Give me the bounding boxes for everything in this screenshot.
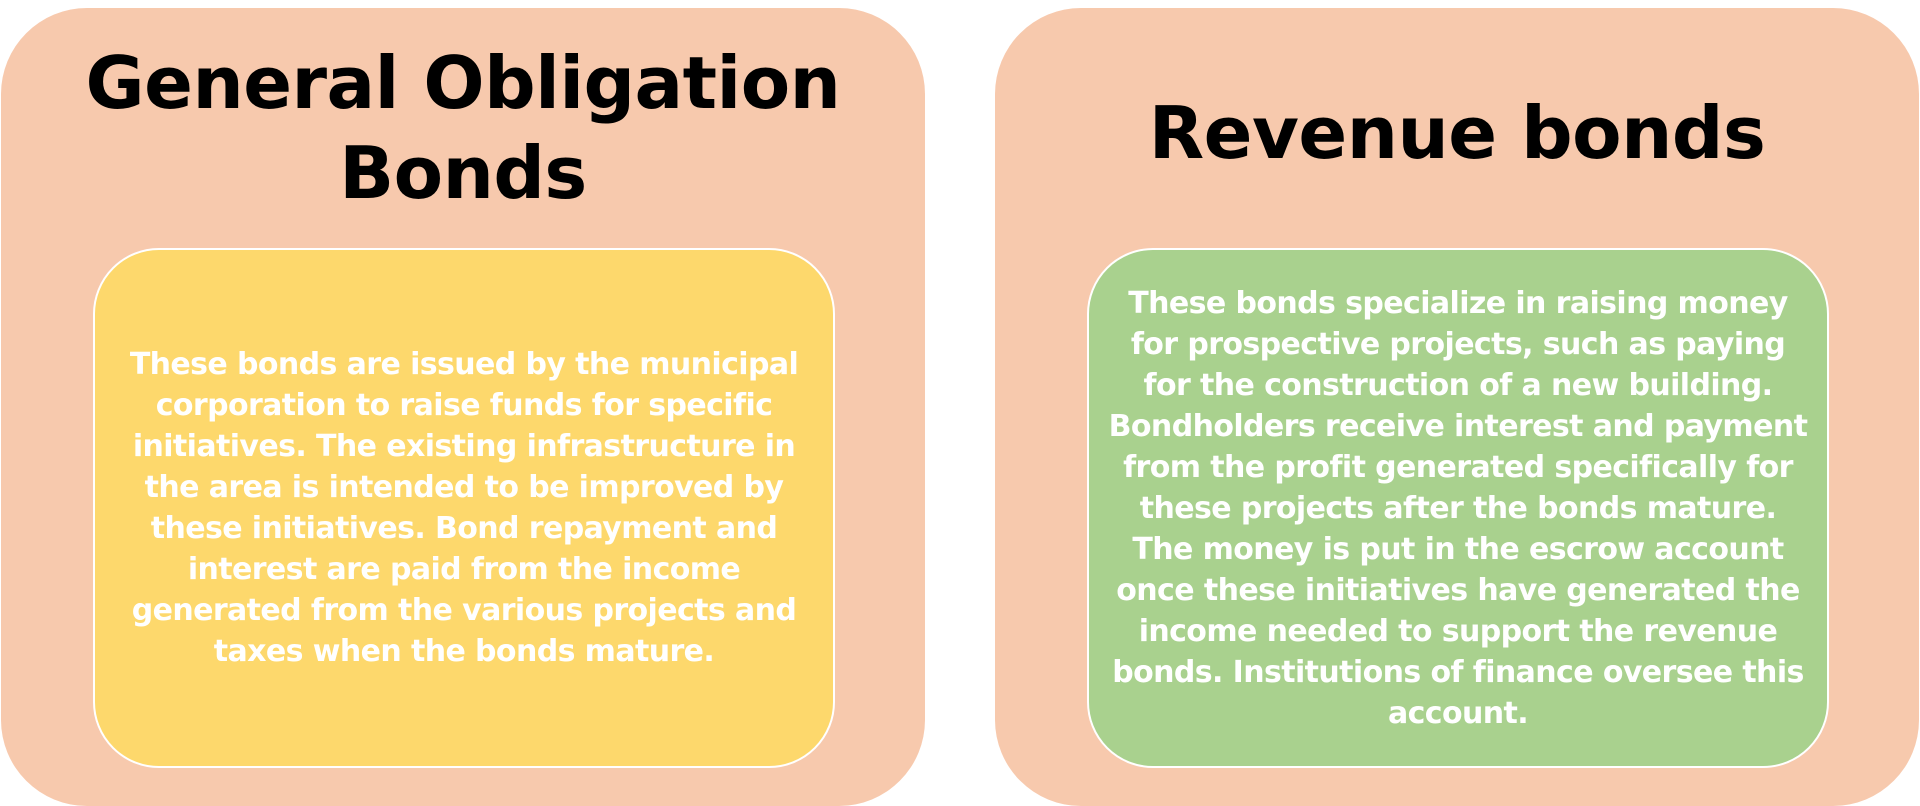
card-title: Revenue bonds	[995, 88, 1919, 178]
revenue-bonds-card: Revenue bonds These bonds specialize in …	[995, 8, 1919, 806]
card-title-line2: Bonds	[339, 131, 587, 215]
card-description-box: These bonds specialize in raising money …	[1087, 248, 1829, 768]
card-description: These bonds specialize in raising money …	[1108, 285, 1808, 731]
card-title-line1: Revenue bonds	[1148, 91, 1766, 175]
card-description: These bonds are issued by the municipal …	[129, 347, 799, 669]
general-obligation-bonds-card: General Obligation Bonds These bonds are…	[1, 8, 925, 806]
card-description-box: These bonds are issued by the municipal …	[93, 248, 835, 768]
card-title-line1: General Obligation	[85, 41, 841, 125]
card-title: General Obligation Bonds	[1, 38, 925, 218]
